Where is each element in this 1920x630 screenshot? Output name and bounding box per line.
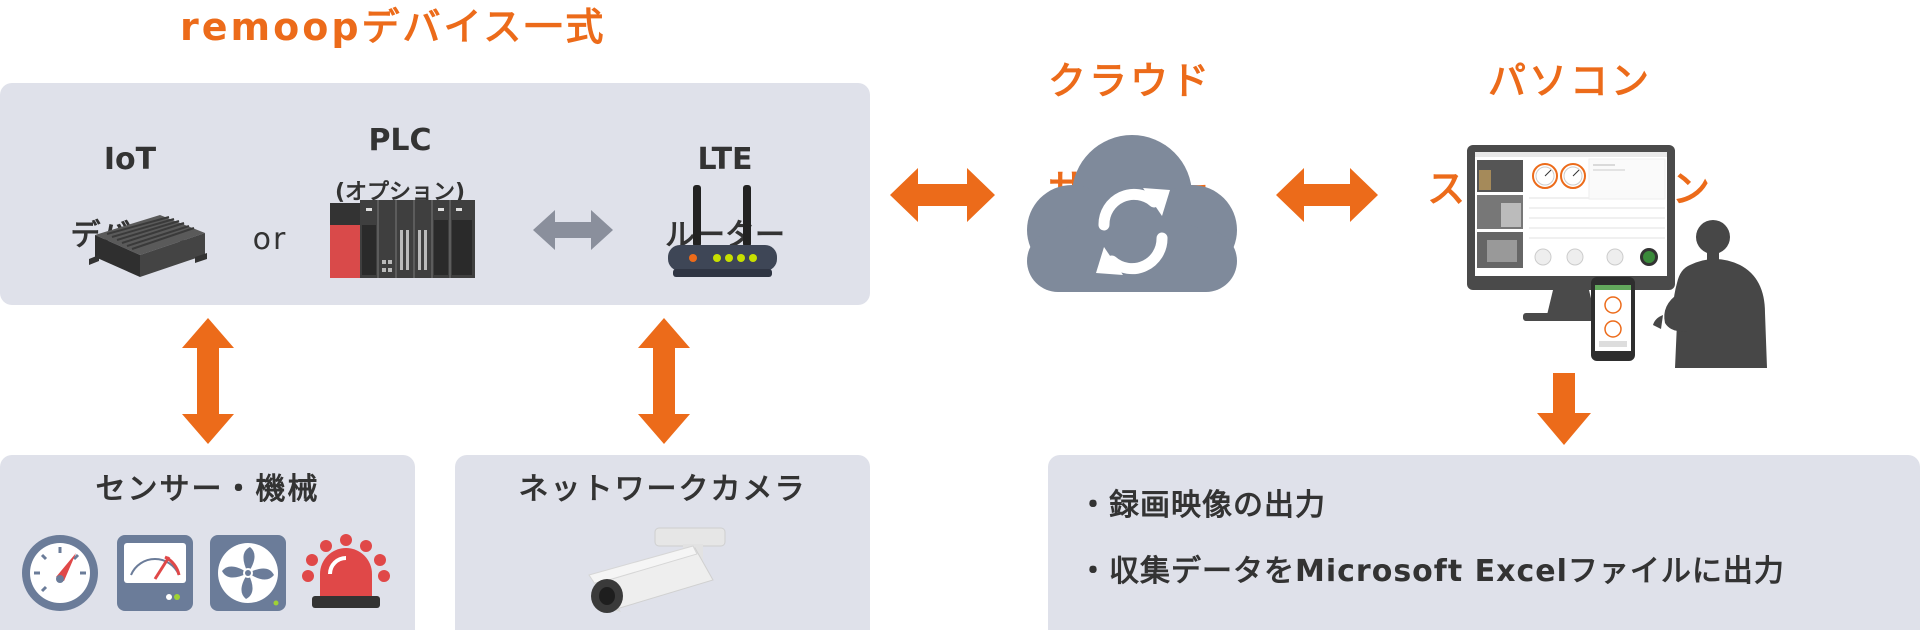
plc-router-double-arrow: [533, 208, 613, 252]
pc-line1: パソコン: [1487, 59, 1652, 103]
iot-sensor-double-arrow: [182, 318, 234, 444]
lte-line1: LTE: [697, 142, 753, 177]
pc-output-down-arrow: [1537, 373, 1591, 445]
camera-title: ネットワークカメラ: [518, 472, 807, 507]
router-camera-double-arrow: [638, 318, 690, 444]
network-camera-image: [585, 520, 745, 625]
speedometer-icon: [20, 533, 100, 613]
cloud-pc-double-arrow: [1276, 168, 1378, 222]
warning-light-icon: [300, 528, 392, 612]
fan-icon: [210, 535, 286, 611]
or-text: or: [252, 222, 288, 257]
iot-device-image: [85, 205, 210, 285]
plc-image: [330, 200, 475, 280]
plc-line1: PLC: [368, 123, 432, 158]
output-box: [1048, 455, 1920, 630]
pc-smartphone-illustration: [1465, 143, 1770, 368]
cloud-icon: [1012, 130, 1247, 295]
output-item-video: ・録画映像の出力: [1078, 488, 1326, 523]
analog-meter-icon: [117, 535, 193, 611]
iot-line1: IoT: [103, 142, 157, 177]
cloud-line1: クラウド: [1047, 59, 1212, 103]
sensors-title: センサー・機械: [95, 472, 320, 507]
router-image: [665, 183, 780, 283]
device-group-title: remoopデバイス一式: [180, 5, 607, 49]
device-cloud-double-arrow: [890, 168, 995, 222]
output-item-excel: ・収集データをMicrosoft Excelファイルに出力: [1078, 554, 1785, 589]
